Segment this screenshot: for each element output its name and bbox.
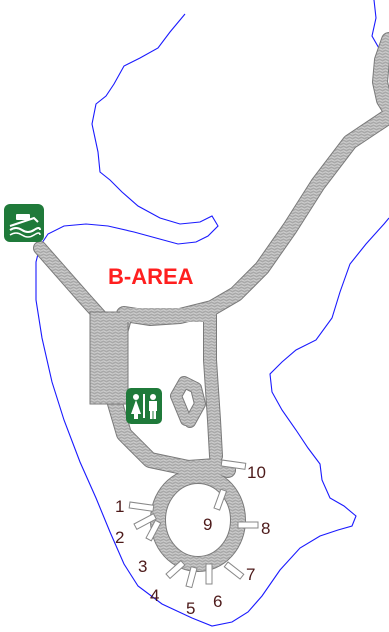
campsite-pads — [128, 459, 259, 589]
site-label-4[interactable]: 4 — [150, 586, 159, 605]
site-label-6[interactable]: 6 — [213, 592, 222, 611]
site-label-5[interactable]: 5 — [186, 599, 195, 618]
boat-ramp-icon[interactable] — [4, 204, 44, 242]
restroom-icon[interactable] — [126, 388, 162, 424]
site-label-8[interactable]: 8 — [261, 519, 270, 538]
shoreline-west — [35, 13, 389, 627]
parking-pad — [89, 311, 129, 405]
site-label-3[interactable]: 3 — [138, 557, 147, 576]
site-label-2[interactable]: 2 — [115, 528, 124, 547]
area-label: B-AREA — [108, 264, 194, 289]
site-label-10[interactable]: 10 — [247, 463, 266, 482]
site-label-7[interactable]: 7 — [246, 565, 255, 584]
site-label-9[interactable]: 9 — [203, 515, 212, 534]
site-label-1[interactable]: 1 — [115, 497, 124, 516]
site-numbers: 1 2 3 4 5 6 7 8 9 10 — [115, 463, 270, 618]
